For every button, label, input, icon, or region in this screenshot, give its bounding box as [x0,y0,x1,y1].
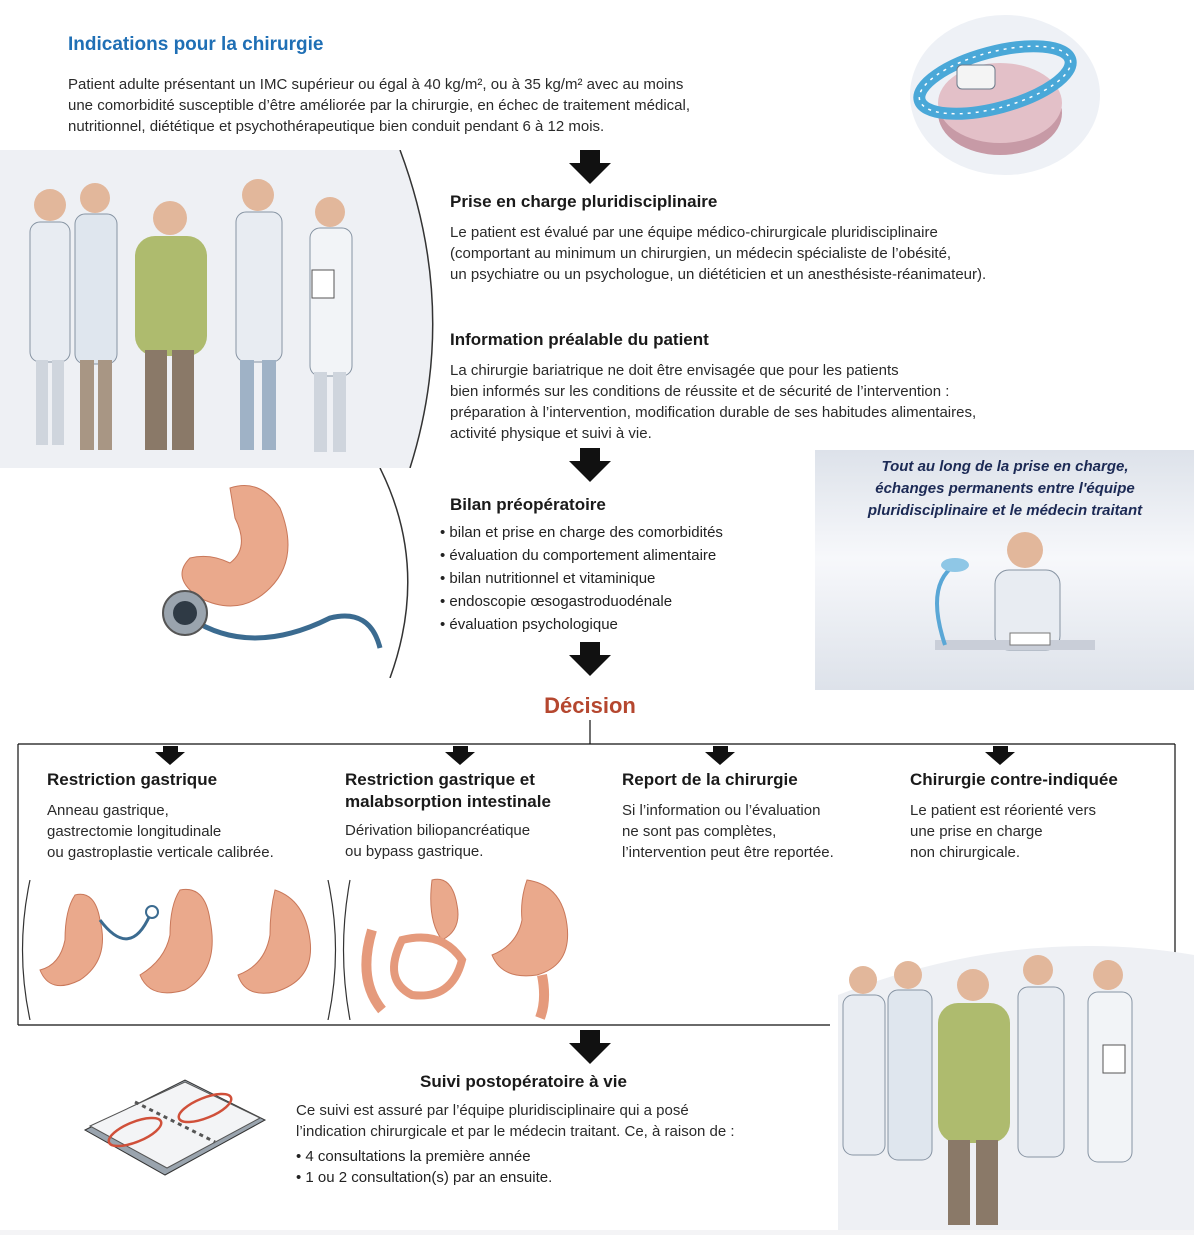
suivi-line: l’indication chirurgicale et par le méde… [296,1123,735,1140]
option-line: Dérivation biliopancréatique [345,822,531,839]
bilan-item: évaluation psychologique [440,613,820,636]
indications-text: Patient adulte présentant un IMC supérie… [68,74,848,137]
suivi-item: 4 consultations la première année [296,1146,796,1167]
top-title-panel [38,30,378,60]
information-line: bien informés sur les conditions de réus… [450,383,950,400]
option-line: ou gastroplastie verticale calibrée. [47,844,274,861]
option-title: Restriction gastrique [47,770,218,789]
option-text: Anneau gastrique, gastrectomie longitudi… [47,800,337,863]
option-line: gastrectomie longitudinale [47,823,222,840]
down-arrow-icon [569,642,611,676]
bilan-title: Bilan préopératoire [450,495,606,514]
indications-line: nutritionnel, diététique et psychothérap… [68,118,605,135]
prise-line: un psychiatre ou un psychologue, un diét… [450,266,987,283]
bilan-item: bilan et prise en charge des comorbidité… [440,521,820,544]
information-text: La chirurgie bariatrique ne doit être en… [450,360,1150,444]
option-report: Report de la chirurgie Si l’information … [622,770,892,863]
restriction-surgery-illustrations [20,879,338,1021]
option-line: Anneau gastrique, [47,802,169,819]
stomach-stethoscope-illustration [130,467,425,679]
information-title: Information préalable du patient [450,330,709,349]
down-arrow-icon [569,150,611,184]
callout-line: échanges permanents entre l'équipe [875,480,1135,497]
bilan-list: bilan et prise en charge des comorbidité… [440,521,820,636]
option-line: ou bypass gastrique. [345,843,484,860]
suivi-item: 1 ou 2 consultation(s) par an ensuite. [296,1167,796,1188]
option-line: Si l’information ou l’évaluation [622,802,821,819]
option-restriction-malabsorption: Restriction gastrique et malabsorption i… [345,770,615,862]
callout-line: Tout au long de la prise en charge, [881,458,1129,475]
indications-line: Patient adulte présentant un IMC supérie… [68,76,684,93]
indications-line: une comorbidité susceptible d’être améli… [68,97,690,114]
prise-en-charge-text: Le patient est évalué par une équipe méd… [450,222,1150,285]
suivi-title: Suivi postopératoire à vie [420,1072,627,1091]
option-line: l’intervention peut être reportée. [622,844,834,861]
suivi-list: 4 consultations la première année 1 ou 2… [296,1146,796,1188]
option-title: Chirurgie contre-indiquée [910,770,1118,789]
option-text: Dérivation biliopancréatique ou bypass g… [345,820,615,862]
option-text: Le patient est réorienté vers une prise … [910,800,1180,863]
information-line: La chirurgie bariatrique ne doit être en… [450,362,899,379]
callout-text: Tout au long de la prise en charge, écha… [815,456,1194,522]
callout-line: pluridisciplinaire et le médecin traitan… [867,502,1143,519]
bilan-item: endoscopie œsogastroduodénale [440,590,820,613]
option-line: non chirurgicale. [910,844,1021,861]
information-line: préparation à l’intervention, modificati… [450,404,977,421]
bilan-item: bilan nutritionnel et vitaminique [440,567,820,590]
medical-team-bottom-illustration [818,935,1194,1230]
option-line: ne sont pas complètes, [622,823,777,840]
medical-team-illustration [0,149,450,469]
option-line: Le patient est réorienté vers [910,802,1096,819]
down-arrow-icon [569,448,611,482]
prise-en-charge-title: Prise en charge pluridisciplinaire [450,192,718,211]
doctor-on-phone-illustration [935,532,1095,651]
prise-line: (comportant au minimum un chirurgien, un… [450,245,952,262]
option-line: une prise en charge [910,823,1043,840]
suivi-text: Ce suivi est assuré par l’équipe pluridi… [296,1100,816,1142]
indications-title: Indications pour la chirurgie [68,34,324,55]
option-title: Report de la chirurgie [622,770,798,789]
option-title: Restriction gastrique et [345,770,535,789]
prise-line: Le patient est évalué par une équipe méd… [450,224,938,241]
down-arrow-icon [569,1030,611,1064]
option-text: Si l’information ou l’évaluation ne sont… [622,800,892,863]
notebook-illustration [65,1060,275,1180]
malabsorption-surgery-illustrations [342,870,612,1021]
option-title: malabsorption intestinale [345,792,551,811]
option-restriction-gastrique: Restriction gastrique Anneau gastrique, … [47,770,337,863]
suivi-line: Ce suivi est assuré par l’équipe pluridi… [296,1102,689,1119]
decision-title: Décision [544,693,636,718]
option-contre-indiquee: Chirurgie contre-indiquée Le patient est… [910,770,1180,863]
measuring-tape-illustration [905,5,1105,180]
bilan-item: évaluation du comportement alimentaire [440,544,820,567]
information-line: activité physique et suivi à vie. [450,425,652,442]
callout-box: Tout au long de la prise en charge, écha… [815,450,1194,690]
